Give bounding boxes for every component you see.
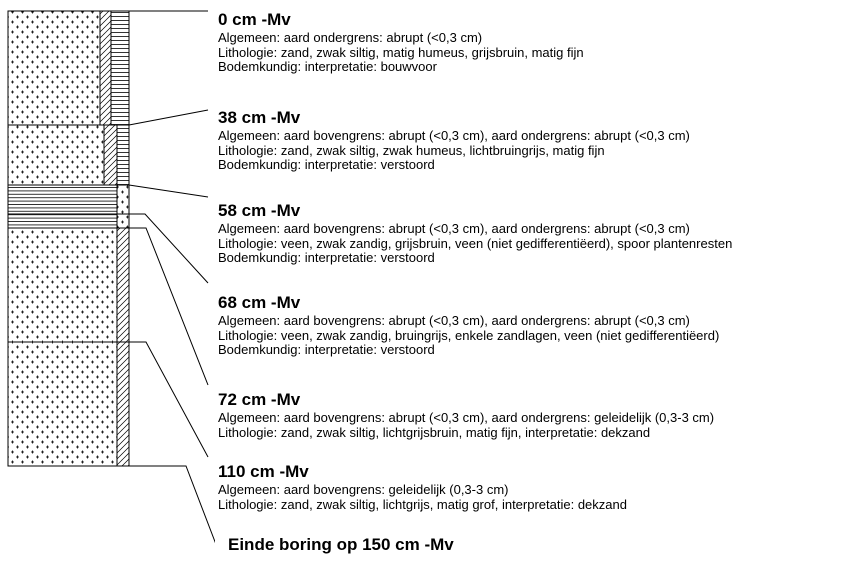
- layer-column-3: [116, 184, 130, 215]
- layer-line: Bodemkundig: interpretatie: verstoord: [218, 157, 435, 172]
- layer-column-5: [116, 227, 130, 343]
- layer-line: Bodemkundig: interpretatie: verstoord: [218, 342, 435, 357]
- layer-line: Lithologie: zand, zwak siltig, matig hum…: [218, 44, 584, 60]
- layer-column-2: [103, 124, 118, 186]
- leader-line-3: [128, 184, 209, 198]
- end-of-boring-label: Einde boring op 150 cm -Mv: [228, 535, 454, 554]
- layer-line: Lithologie: veen, zwak zandig, bruingrij…: [218, 327, 720, 343]
- layer-depth: 38 cm -Mv: [218, 108, 301, 127]
- layer-fill-3: [7, 184, 118, 215]
- layer-column-1: [99, 10, 112, 126]
- leader-line-4: [129, 213, 209, 284]
- layer-line: Algemeen: aard bovengrens: geleidelijk (…: [218, 482, 509, 497]
- layer-description: 58 cm -Mv Algemeen: aard bovengrens: abr…: [218, 201, 732, 266]
- layer-line: Lithologie: zand, zwak siltig, zwak hume…: [218, 142, 605, 158]
- layer-fill-4: [7, 213, 118, 229]
- layer-description: 0 cm -Mv Algemeen: aard ondergrens: abru…: [218, 10, 584, 75]
- layer-line: Algemeen: aard bovengrens: abrupt (<0,3 …: [218, 313, 690, 328]
- layer-column-1b: [110, 10, 130, 126]
- layer-fill-2: [7, 124, 105, 186]
- layer-depth: 0 cm -Mv: [218, 10, 291, 29]
- layer-line: Lithologie: zand, zwak siltig, lichtgrij…: [218, 496, 627, 512]
- leader-line-5: [129, 227, 209, 386]
- borehole-profile: [7, 10, 215, 544]
- leader-line-end: [8, 465, 215, 544]
- layer-line: Algemeen: aard bovengrens: abrupt (<0,3 …: [218, 410, 715, 425]
- layer-fill-6: [7, 341, 118, 467]
- layer-depth: 110 cm -Mv: [218, 462, 309, 481]
- layer-line: Bodemkundig: interpretatie: verstoord: [218, 250, 435, 265]
- layer-line: Bodemkundig: interpretatie: bouwvoor: [218, 59, 437, 74]
- layer-fill-1: [7, 10, 101, 126]
- layer-column-4: [116, 213, 130, 229]
- leader-line-6: [8, 341, 209, 458]
- layer-line: Lithologie: zand, zwak siltig, lichtgrij…: [218, 424, 651, 440]
- layer-depth: 68 cm -Mv: [218, 293, 301, 312]
- layer-column-2b: [116, 124, 130, 186]
- layer-depth: 58 cm -Mv: [218, 201, 301, 220]
- layer-line: Algemeen: aard ondergrens: abrupt (<0,3 …: [218, 30, 483, 45]
- layer-description: 110 cm -Mv Algemeen: aard bovengrens: ge…: [218, 462, 627, 512]
- layer-line: Algemeen: aard bovengrens: abrupt (<0,3 …: [218, 128, 690, 143]
- layer-description: 72 cm -Mv Algemeen: aard bovengrens: abr…: [218, 390, 714, 440]
- layer-line: Lithologie: veen, zwak zandig, grijsbrui…: [218, 235, 733, 251]
- layer-fill-5: [7, 227, 118, 343]
- layer-line: Algemeen: aard bovengrens: abrupt (<0,3 …: [218, 221, 690, 236]
- layer-column-6: [116, 341, 130, 467]
- layer-description: 38 cm -Mv Algemeen: aard bovengrens: abr…: [218, 108, 690, 173]
- layer-description: 68 cm -Mv Algemeen: aard bovengrens: abr…: [218, 293, 719, 358]
- leader-line-2: [128, 109, 209, 126]
- layer-depth: 72 cm -Mv: [218, 390, 301, 409]
